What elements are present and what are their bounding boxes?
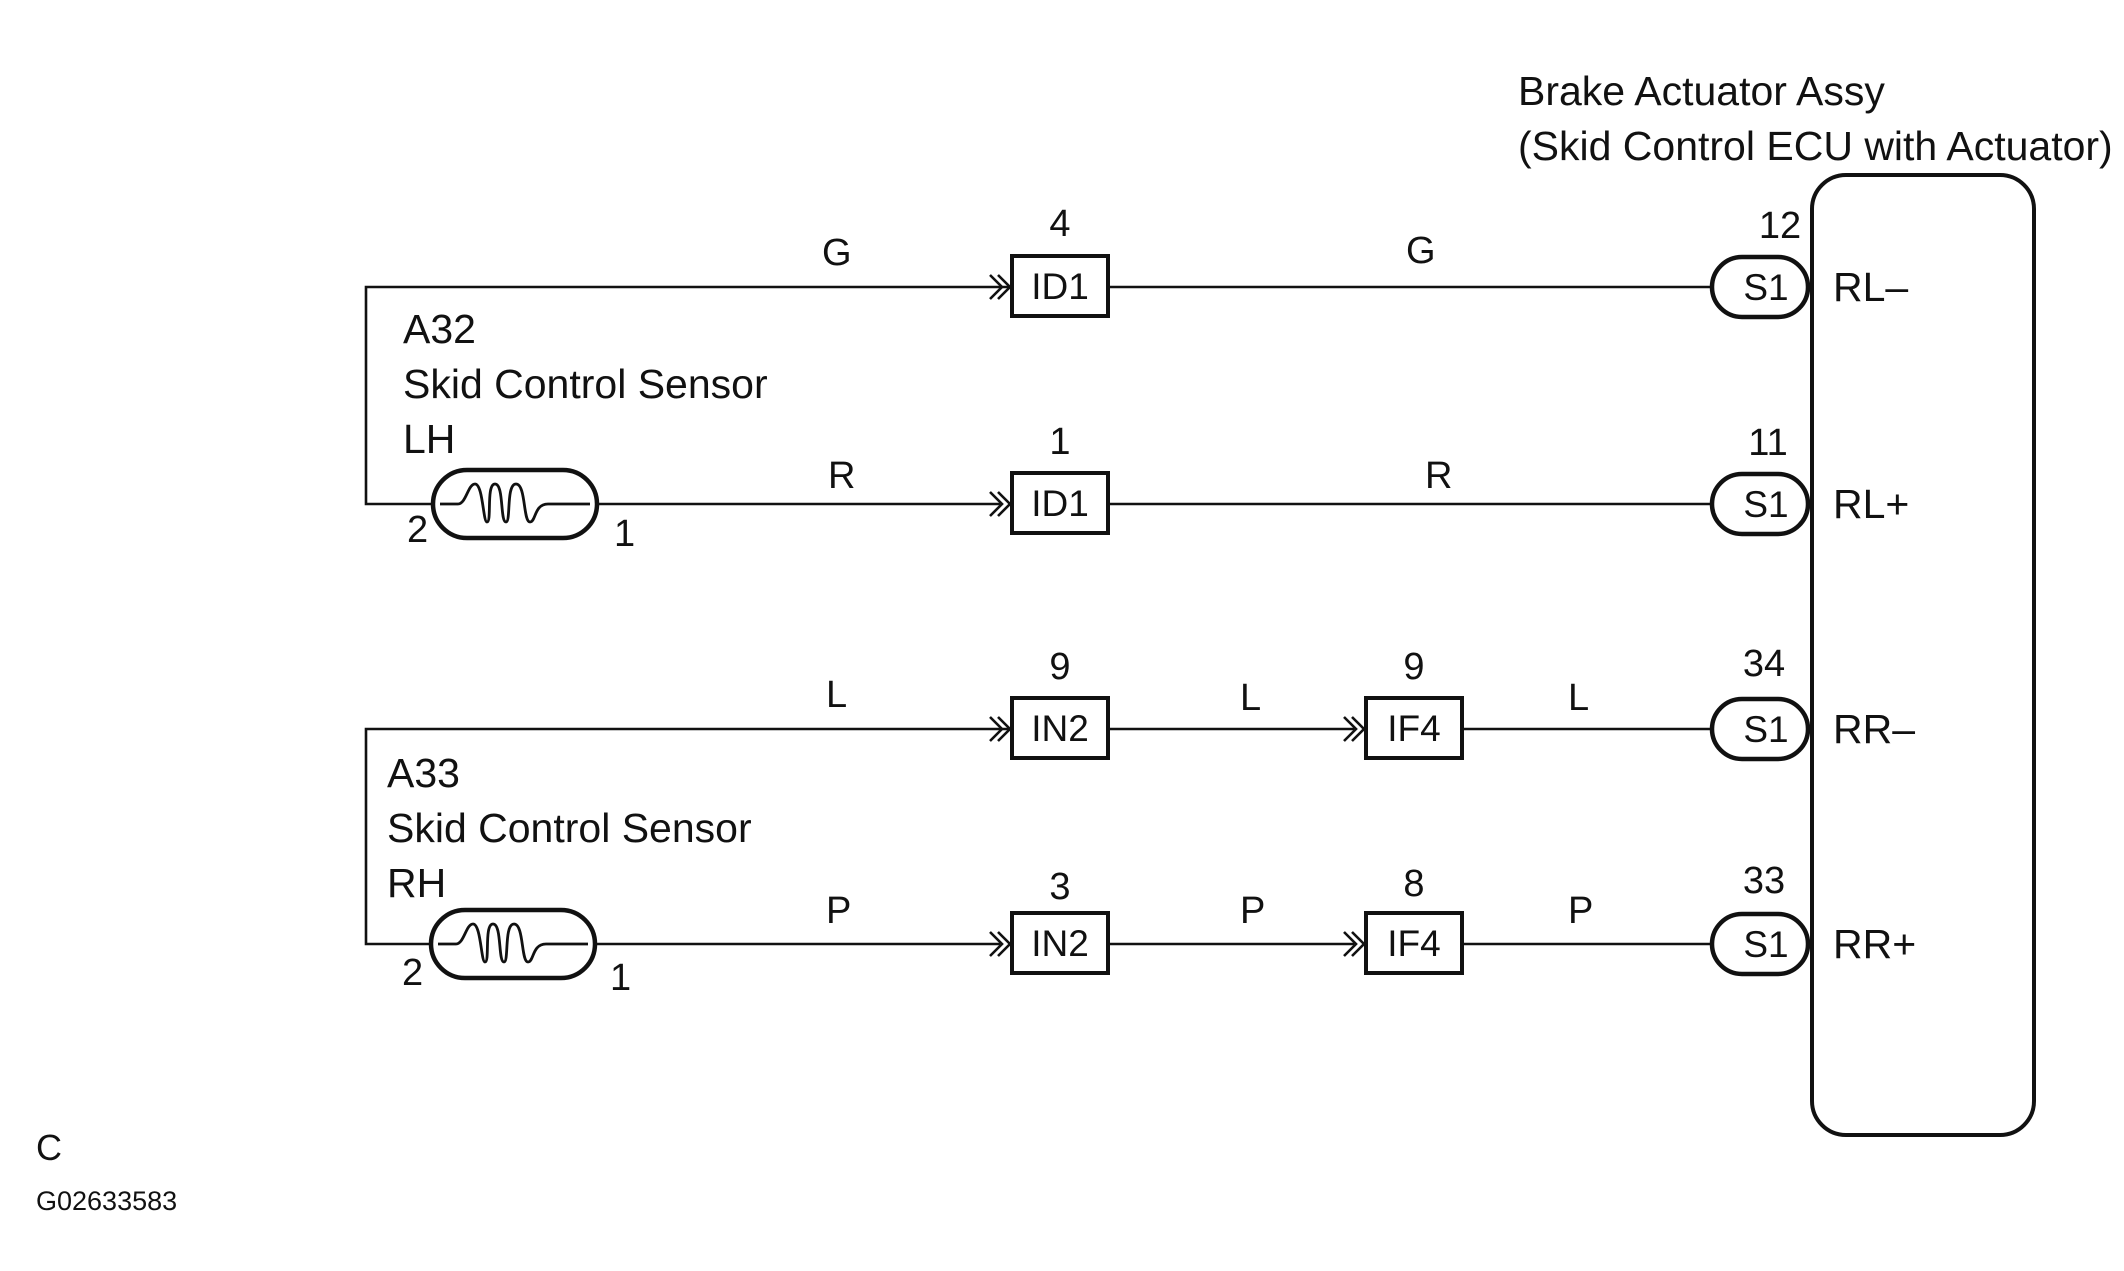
ecu-terminal-connector — [1709, 471, 1811, 537]
wire-l-label-2: L — [1240, 677, 1261, 719]
ecu-terminal-connector-label: S1 — [1743, 709, 1788, 750]
ecu-terminal-name: RL+ — [1833, 481, 1909, 527]
wire-r-label-2: R — [1425, 455, 1452, 497]
ecu-terminal-pin: 34 — [1743, 643, 1785, 685]
sensor-a33-return-wire — [364, 727, 1012, 946]
ecu-terminal-connector — [1709, 254, 1811, 320]
sensor-a32-name: Skid Control Sensor — [403, 361, 768, 407]
connector-in2-b-pin: 3 — [1049, 866, 1070, 908]
wire-g-label-2: G — [1406, 230, 1436, 272]
connector-in2-a: IN2 9 — [989, 646, 1110, 760]
wire-p-label-2: P — [1240, 890, 1265, 932]
ecu-terminal-connector-label: S1 — [1743, 924, 1788, 965]
connector-id1-a-label: ID1 — [1031, 266, 1089, 307]
ecu-terminal-pin: 11 — [1748, 422, 1787, 464]
connector-in2-b: IN2 3 — [989, 866, 1110, 975]
wire-g-label-1: G — [822, 232, 852, 274]
connector-if4-b-label: IF4 — [1387, 923, 1440, 964]
connector-in2-a-pin: 9 — [1049, 646, 1070, 688]
connector-id1-b-label: ID1 — [1031, 483, 1089, 524]
connector-id1-a-pin: 4 — [1049, 203, 1070, 245]
sensor-a32-side: LH — [403, 416, 455, 462]
ecu-terminal-rl-minus: S1 12 RL– — [1709, 205, 1908, 320]
ecu-terminal-connector-label: S1 — [1743, 267, 1788, 308]
sensor-a32: A32 Skid Control Sensor LH 2 1 — [364, 285, 1012, 555]
sensor-a32-code: A32 — [403, 306, 476, 352]
connector-in2-b-label: IN2 — [1031, 923, 1089, 964]
connector-if4-b-box — [1364, 911, 1464, 975]
ecu-terminal-connector — [1709, 911, 1811, 977]
connector-if4-b-pin: 8 — [1403, 863, 1424, 905]
ecu-title-line1: Brake Actuator Assy — [1518, 68, 1885, 114]
sensor-a32-return-wire — [364, 285, 1012, 506]
sensor-a32-coil-icon — [440, 482, 590, 524]
wire-r: R R ID1 1 — [597, 421, 1710, 535]
connector-id1-a: ID1 4 — [989, 203, 1110, 318]
wire-r-label-1: R — [828, 455, 855, 497]
ecu-terminal-rl-plus: S1 11 RL+ — [1709, 422, 1909, 537]
wire-p-label-3: P — [1568, 890, 1593, 932]
sensor-a33-pin-left: 2 — [402, 952, 423, 994]
wire-l: L L L IN2 9 IF4 9 — [826, 646, 1710, 760]
wire-p-label-1: P — [826, 890, 851, 932]
ecu-terminal-name: RL– — [1833, 264, 1908, 310]
wire-g: G G ID1 4 — [822, 203, 1710, 318]
sensor-a33: A33 Skid Control Sensor RH 2 1 — [364, 727, 1012, 999]
ecu-box — [1810, 173, 2036, 1137]
ecu-terminal-rr-plus: S1 33 RR+ — [1709, 860, 1916, 977]
connector-if4-a: IF4 9 — [1343, 646, 1464, 760]
sensor-a33-name: Skid Control Sensor — [387, 805, 752, 851]
connector-if4-a-pin: 9 — [1403, 646, 1424, 688]
connector-id1-b-box — [1010, 471, 1110, 535]
connector-id1-b: ID1 1 — [989, 421, 1110, 535]
connector-if4-a-box — [1364, 696, 1464, 760]
connector-id1-a-box — [1010, 254, 1110, 318]
sensor-a33-side: RH — [387, 860, 446, 906]
wire-p: P P P IN2 3 IF4 8 — [595, 863, 1710, 975]
connector-in2-a-box — [1010, 696, 1110, 760]
sensor-a33-coil-icon — [438, 922, 588, 964]
ecu-terminal-pin: 12 — [1759, 205, 1801, 247]
sensor-a33-code: A33 — [387, 750, 460, 796]
connector-in2-a-label: IN2 — [1031, 708, 1089, 749]
ecu-terminal-connector — [1709, 696, 1811, 762]
sensor-a32-pin-right: 1 — [614, 513, 635, 555]
footer-code: G02633583 — [36, 1186, 177, 1216]
sensor-a32-pin-left: 2 — [407, 509, 428, 551]
ecu-title-line2: (Skid Control ECU with Actuator) — [1518, 123, 2113, 169]
ecu-terminal-name: RR+ — [1833, 921, 1916, 967]
ecu-terminal-rr-minus: S1 34 RR– — [1709, 643, 1915, 762]
wire-l-label-3: L — [1568, 677, 1589, 719]
connector-if4-b: IF4 8 — [1343, 863, 1464, 975]
ecu-terminal-connector-label: S1 — [1743, 484, 1788, 525]
footer-letter: C — [36, 1127, 62, 1168]
sensor-a33-pin-right: 1 — [610, 957, 631, 999]
wire-l-label-1: L — [826, 674, 847, 716]
ecu-terminal-pin: 33 — [1743, 860, 1785, 902]
ecu-terminal-name: RR– — [1833, 706, 1915, 752]
connector-id1-b-pin: 1 — [1049, 421, 1070, 463]
connector-in2-b-box — [1010, 911, 1110, 975]
connector-if4-a-label: IF4 — [1387, 708, 1440, 749]
